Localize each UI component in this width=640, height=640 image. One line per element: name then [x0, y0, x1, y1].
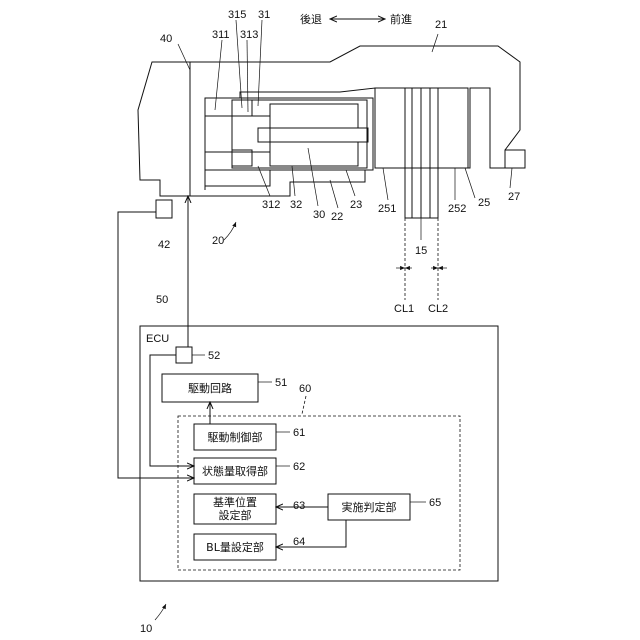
ref-311: 311 — [212, 29, 230, 41]
ref-315: 315 — [228, 9, 246, 21]
ref-251: 251 — [378, 203, 396, 215]
ref-10: 10 — [140, 623, 152, 635]
sensor-52 — [176, 347, 192, 363]
ref-51: 51 — [275, 377, 287, 389]
cl1-label: CL1 — [394, 303, 414, 315]
ref-42: 42 — [158, 239, 170, 251]
ref-20-arrow — [224, 222, 236, 240]
exec-judge-label: 実施判定部 — [342, 500, 397, 514]
ref-50: 50 — [156, 294, 168, 306]
ref-64: 64 — [293, 536, 305, 548]
ref-27: 27 — [508, 191, 520, 203]
back-label: 後退 — [300, 12, 322, 26]
ref-60: 60 — [299, 383, 311, 395]
direction-indicator: 後退 前進 — [300, 12, 412, 26]
ref-21: 21 — [435, 19, 447, 31]
ref-62: 62 — [293, 461, 305, 473]
ref-65: 65 — [429, 497, 441, 509]
cl2-label: CL2 — [428, 303, 448, 315]
forward-label: 前進 — [390, 12, 412, 26]
ref-20: 20 — [212, 235, 224, 247]
ref-22: 22 — [331, 211, 343, 223]
brake-pads — [375, 88, 468, 218]
piston-assembly — [205, 98, 373, 170]
drive-control-label: 駆動制御部 — [208, 430, 263, 444]
ref-63: 63 — [293, 500, 305, 512]
ref-61: 61 — [293, 427, 305, 439]
ref-10-arrow — [155, 604, 166, 620]
ref-32: 32 — [290, 199, 302, 211]
ref-40: 40 — [160, 33, 172, 45]
ref-313: 313 — [240, 29, 258, 41]
ref-position-label-2: 設定部 — [219, 508, 252, 522]
pad-251 — [375, 88, 405, 168]
ref-52: 52 — [208, 350, 220, 362]
ref-30: 30 — [313, 209, 325, 221]
ref-position-label-1: 基準位置 — [213, 495, 257, 509]
ref-23: 23 — [350, 199, 362, 211]
ref-312: 312 — [262, 199, 280, 211]
bl-setting-label: BL量設定部 — [206, 540, 264, 554]
pad-252 — [438, 88, 468, 168]
caliper-body — [138, 46, 520, 196]
ref-25: 25 — [478, 197, 490, 209]
drive-circuit-label: 駆動回路 — [188, 381, 232, 395]
ecu-title: ECU — [146, 333, 169, 345]
ref-15: 15 — [415, 245, 427, 257]
sensor-27 — [505, 150, 525, 168]
sensor-42 — [156, 200, 172, 218]
ref-252: 252 — [448, 203, 466, 215]
ref-31: 31 — [258, 9, 270, 21]
state-acquire-label: 状態量取得部 — [202, 464, 268, 478]
